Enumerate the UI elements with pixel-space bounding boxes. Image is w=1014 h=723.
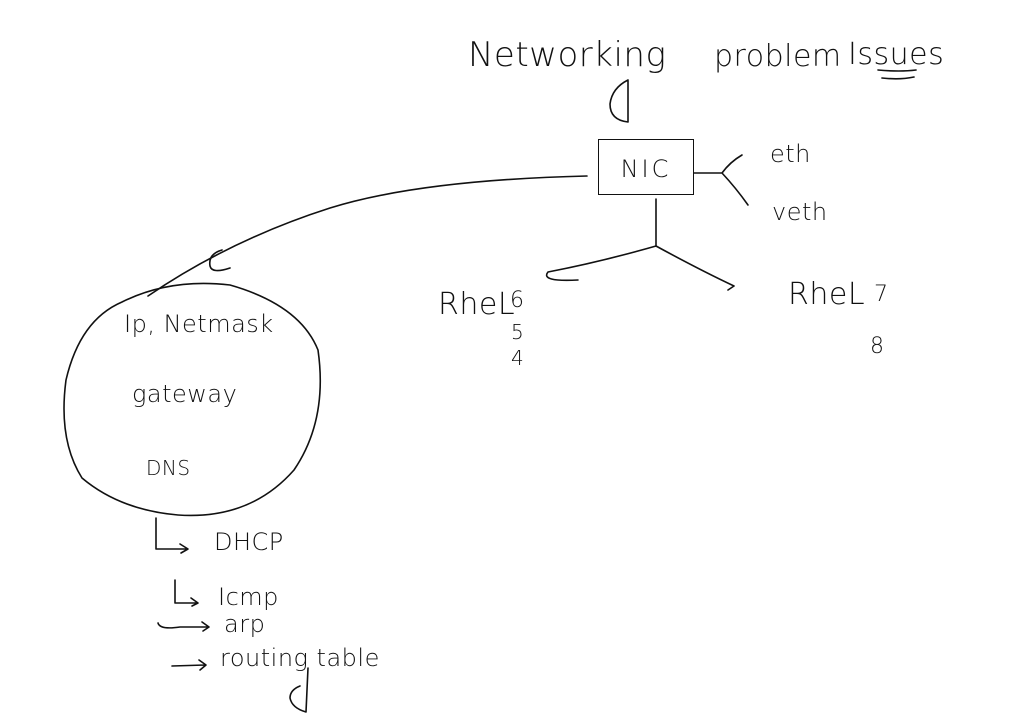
circle-ip-netmask: Ip, Netmask [124, 310, 274, 338]
arrow-routing [171, 659, 207, 671]
nic-branch-right [655, 245, 735, 291]
iface-eth: eth [770, 140, 811, 168]
rhel-left-version-3: 4 [511, 346, 525, 370]
iface-veth: veth [772, 198, 828, 226]
arrow-arp [157, 621, 210, 632]
list-arp: arp [224, 610, 266, 638]
networking-hook [609, 79, 629, 123]
arrow-icmp [174, 579, 199, 607]
routing-hook [289, 667, 309, 713]
nic-label: NIC [620, 155, 672, 183]
rhel-left-label: RheL [438, 287, 516, 322]
rhel-left-version-2: 5 [511, 320, 525, 344]
config-circle [63, 282, 322, 517]
rhel-right-label: RheL [788, 277, 866, 312]
list-icmp: Icmp [218, 583, 279, 611]
circle-gateway: gateway [132, 380, 238, 408]
circle-dns: DNS [146, 456, 191, 480]
rhel-right-version-2: 8 [870, 334, 885, 359]
nic-to-circle-curve [147, 175, 588, 297]
rhel-left-version-1: 6 [510, 288, 525, 313]
title-problem: problem [714, 39, 842, 74]
arrow-dhcp [155, 517, 189, 554]
issues-underline [877, 69, 917, 80]
nic-box: NIC [598, 139, 694, 195]
curve-hook [208, 249, 231, 272]
nic-branch-left [545, 245, 657, 282]
title-issues: Issues [848, 37, 945, 72]
list-dhcp: DHCP [214, 528, 284, 556]
title-networking: Networking [468, 35, 667, 75]
rhel-right-version-1: 7 [874, 282, 889, 307]
nic-interface-connector [693, 154, 749, 206]
list-routing-table: routing table [220, 644, 380, 672]
